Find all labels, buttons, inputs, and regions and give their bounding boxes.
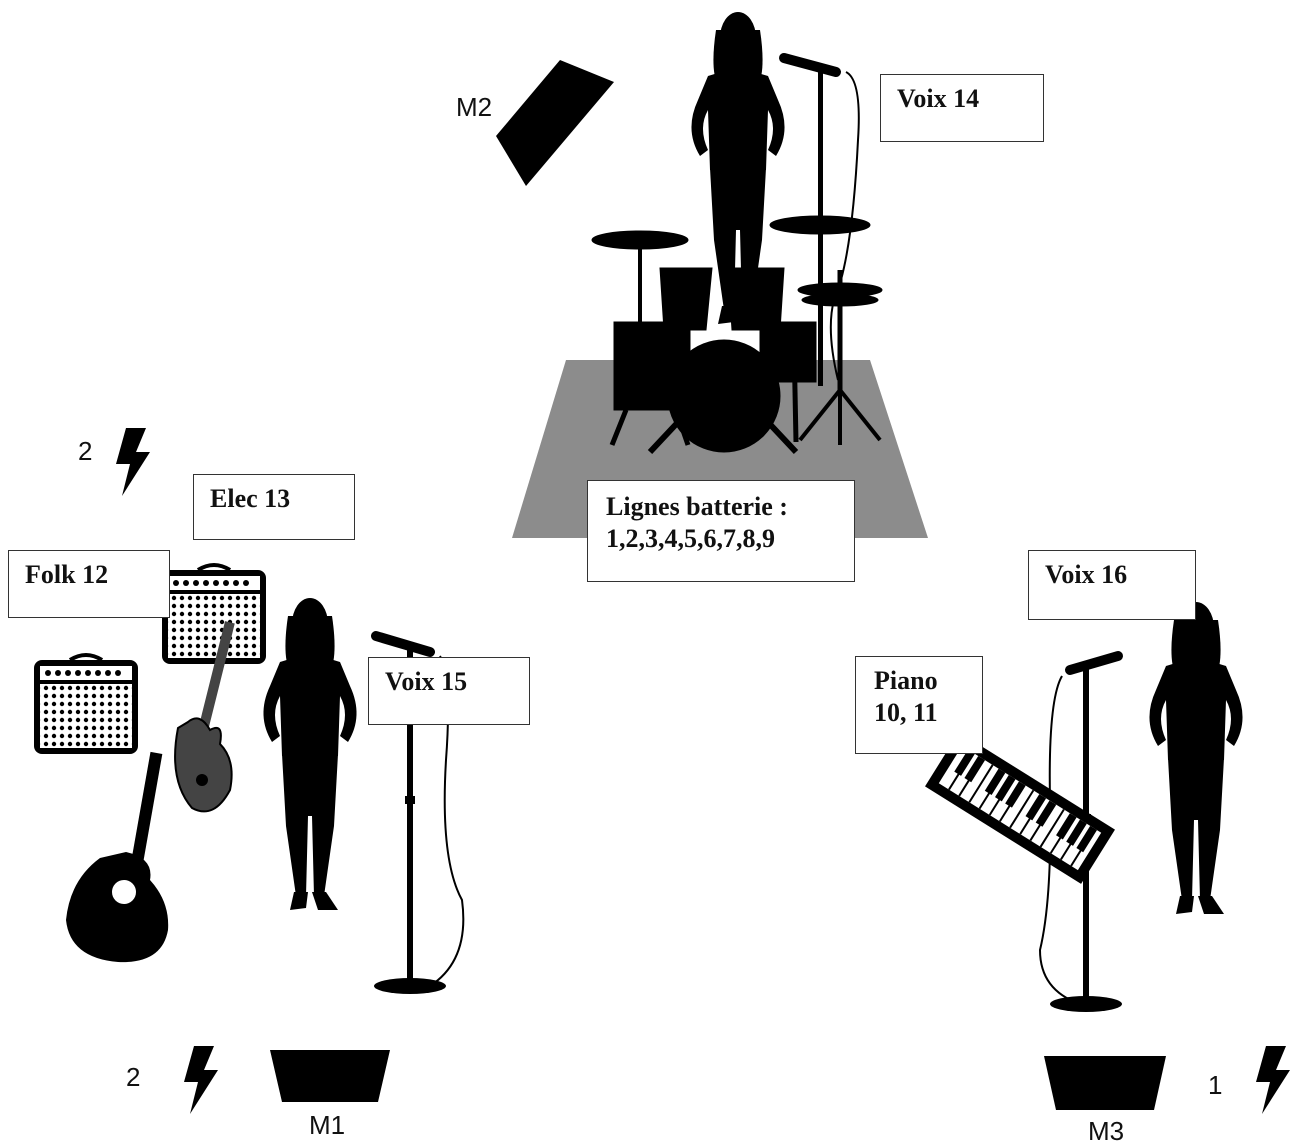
label-piano: Piano 10, 11 bbox=[855, 656, 983, 754]
acoustic-guitar-icon bbox=[66, 751, 169, 963]
monitor-m2-icon bbox=[496, 60, 614, 186]
label-voix-14: Voix 14 bbox=[880, 74, 1044, 142]
label-text: Voix 16 bbox=[1045, 560, 1128, 589]
label-drum-lines: Lignes batterie : 1,2,3,4,5,6,7,8,9 bbox=[587, 480, 855, 582]
label-text: Voix 14 bbox=[897, 84, 980, 113]
label-folk-12: Folk 12 bbox=[8, 550, 170, 618]
power-bolt-icon bbox=[116, 428, 150, 496]
acoustic-guitar-amp-icon bbox=[32, 653, 140, 756]
microphone-stand-icon bbox=[779, 53, 860, 386]
label-voix-15: Voix 15 bbox=[368, 657, 530, 725]
monitor-m1-label: M1 bbox=[309, 1110, 346, 1140]
monitor-m3-label: M3 bbox=[1088, 1116, 1125, 1146]
keyboardist-silhouette bbox=[1149, 602, 1243, 914]
label-text: 1,2,3,4,5,6,7,8,9 bbox=[606, 524, 775, 553]
label-text: Lignes batterie : bbox=[606, 492, 788, 521]
monitor-m2-label: M2 bbox=[456, 92, 493, 122]
label-text: Voix 15 bbox=[385, 667, 468, 696]
monitor-m3-icon bbox=[1044, 1056, 1166, 1110]
label-voix-16: Voix 16 bbox=[1028, 550, 1196, 620]
keyboard-icon bbox=[925, 732, 1115, 884]
label-elec-13: Elec 13 bbox=[193, 474, 355, 540]
power-count-top-left: 2 bbox=[78, 436, 93, 466]
power-count-bottom-left: 2 bbox=[126, 1062, 141, 1092]
electric-guitar-amp-icon bbox=[160, 563, 268, 666]
label-text: Folk 12 bbox=[25, 560, 109, 589]
power-bolt-icon bbox=[1256, 1046, 1290, 1114]
microphone-stand-icon bbox=[1038, 651, 1123, 1012]
power-count-bottom-right: 1 bbox=[1208, 1070, 1223, 1100]
label-text: Piano bbox=[874, 666, 938, 695]
label-text: 10, 11 bbox=[874, 698, 938, 727]
monitor-m1-icon bbox=[270, 1050, 390, 1102]
guitarist-silhouette bbox=[263, 598, 357, 910]
power-bolt-icon bbox=[184, 1046, 218, 1114]
label-text: Elec 13 bbox=[210, 484, 291, 513]
electric-guitar-icon bbox=[174, 621, 235, 813]
